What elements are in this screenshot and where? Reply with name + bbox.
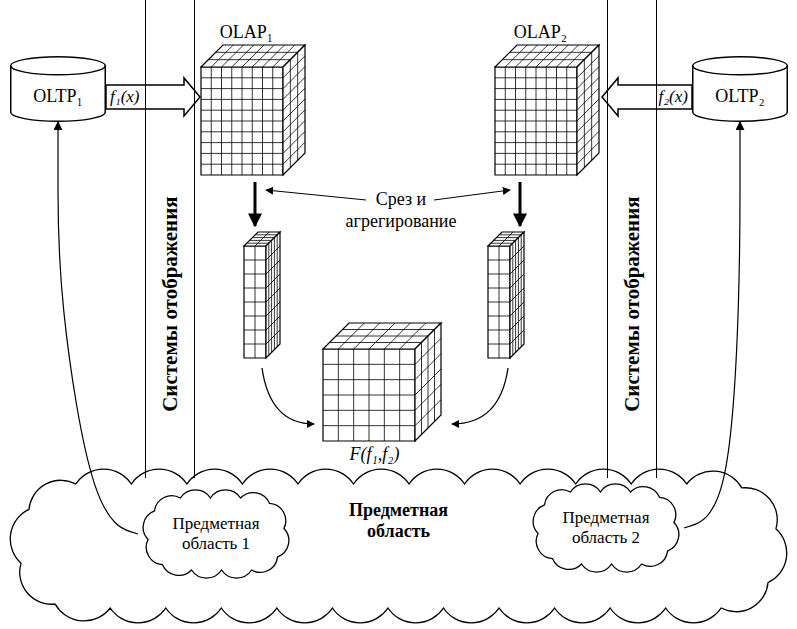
merge-arrow <box>262 368 314 424</box>
block-arrow <box>106 78 200 116</box>
node-label: Системы отображения <box>620 196 644 411</box>
node-label: OLTP₂ <box>715 86 765 107</box>
node-label: Предметная область 2 <box>550 508 662 547</box>
connector-arrow <box>58 122 138 534</box>
cube-shape <box>494 44 600 176</box>
function-label: f₁(x) <box>109 87 141 107</box>
node-label: Предметная область <box>336 500 461 541</box>
olap-cube: OLAP₂ <box>494 20 602 178</box>
mapping-band: Системы отображения <box>607 0 657 478</box>
cylinder-top <box>11 57 106 75</box>
cube-grid <box>201 45 305 175</box>
database-cylinder: OLTP₂ <box>692 56 788 122</box>
note-label: Срез и агрегирование <box>335 188 467 232</box>
slice-arrow <box>254 182 257 226</box>
block-arrow <box>602 78 692 116</box>
node-label: Системы отображения <box>158 196 182 411</box>
function-label: f₂(x) <box>657 87 689 107</box>
cube-shape <box>322 322 442 442</box>
result-cube: F(f₁,f₂) <box>322 322 446 468</box>
slice-cubes <box>244 232 524 358</box>
cube-grid <box>488 232 524 358</box>
cylinder-top <box>693 57 788 75</box>
node-label: F(f₁,f₂) <box>322 442 427 466</box>
domain-cloud: Предметная область Предметная область 1 Пр… <box>2 466 795 626</box>
subdomain-cloud: Предметная область 1 <box>138 488 294 580</box>
cloud-outline <box>533 484 679 572</box>
database-cylinder: OLTP₁ <box>10 56 106 122</box>
cloud-outline <box>10 469 786 623</box>
cube-shape <box>200 44 306 176</box>
subdomain-cloud: Предметная область 2 <box>528 482 684 574</box>
connector-arrow <box>684 122 740 528</box>
mapping-band: Системы отображения <box>145 0 195 478</box>
cube-grid <box>495 45 599 175</box>
merge-arrow <box>452 368 508 424</box>
leader-line <box>266 190 366 200</box>
cloud-outline <box>143 490 289 578</box>
node-label: OLTP₁ <box>33 86 83 107</box>
cube-grid <box>323 323 441 441</box>
node-label: OLAP₂ <box>494 20 587 44</box>
node-label: OLAP₁ <box>200 20 293 44</box>
cube-grid <box>244 232 280 358</box>
leader-line <box>434 190 510 200</box>
olap-cube: OLAP₁ <box>200 20 308 178</box>
node-label: Предметная область 1 <box>160 514 272 553</box>
domain-cloud-outline <box>2 466 795 626</box>
slice-arrow <box>519 182 522 226</box>
